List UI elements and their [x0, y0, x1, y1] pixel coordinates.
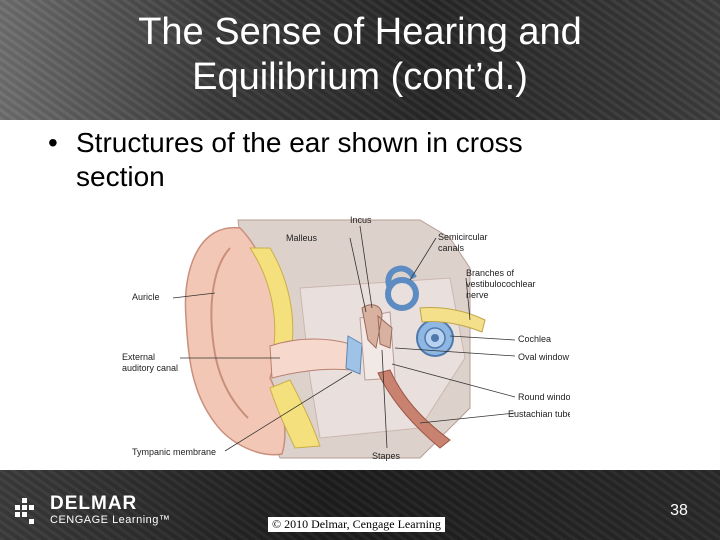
branches-label-2: vestibulocochlear — [466, 279, 536, 289]
bullet-text: Structures of the ear shown in cross sec… — [76, 127, 523, 192]
footer-bar: DELMAR CENGAGE Learning™ 38 — [0, 470, 720, 540]
malleus-label: Malleus — [286, 233, 318, 243]
copyright-notice: © 2010 Delmar, Cengage Learning — [268, 517, 445, 532]
eustachian-tube-label: Eustachian tube — [508, 409, 570, 419]
ossicles — [361, 304, 393, 350]
semicircular-canals-label-1: Semicircular — [438, 232, 488, 242]
title-bar: The Sense of Hearing and Equilibrium (co… — [0, 0, 720, 120]
vestibulocochlear-nerve-shape — [419, 307, 486, 333]
cartilage-lower — [269, 379, 321, 449]
cochlea-shape — [416, 319, 454, 357]
tympanic-membrane-shape — [345, 335, 363, 375]
tympanic-membrane-label: Tympanic membrane — [132, 447, 216, 457]
logo-sub-text: CENGAGE Learning™ — [50, 514, 171, 526]
delmar-logo-icon — [15, 498, 34, 524]
semicircular-canals-label-2: canals — [438, 243, 465, 253]
delmar-logo: DELMAR CENGAGE Learning™ — [12, 492, 182, 528]
cochlea-label: Cochlea — [518, 334, 551, 344]
slide-title: The Sense of Hearing and Equilibrium (co… — [80, 10, 640, 100]
incus-label: Incus — [350, 215, 372, 225]
external-canal-label-1: External — [122, 352, 155, 362]
bullet-icon: • — [48, 127, 58, 158]
auricle-label: Auricle — [132, 292, 160, 302]
leader-lines — [172, 225, 516, 452]
slide-title-line-1: The Sense of Hearing and — [138, 11, 582, 53]
semicircular-canals-shape — [385, 265, 419, 311]
external-canal-label-2: auditory canal — [122, 363, 178, 373]
oval-window-label: Oval window — [518, 352, 570, 362]
stapes-label: Stapes — [372, 451, 401, 461]
logo-main-text: DELMAR — [50, 493, 138, 514]
auricle-fold — [210, 247, 249, 419]
branches-label-3: nerve — [466, 290, 489, 300]
page-number: 38 — [670, 502, 688, 519]
round-window-label: Round window — [518, 392, 570, 402]
ear-cross-section-figure: Incus Malleus Semicircular canals Branch… — [122, 215, 570, 461]
eustachian-tube-shape — [377, 369, 451, 449]
slide-title-line-2: Equilibrium (cont’d.) — [192, 56, 528, 98]
branches-label-1: Branches of — [466, 268, 515, 278]
